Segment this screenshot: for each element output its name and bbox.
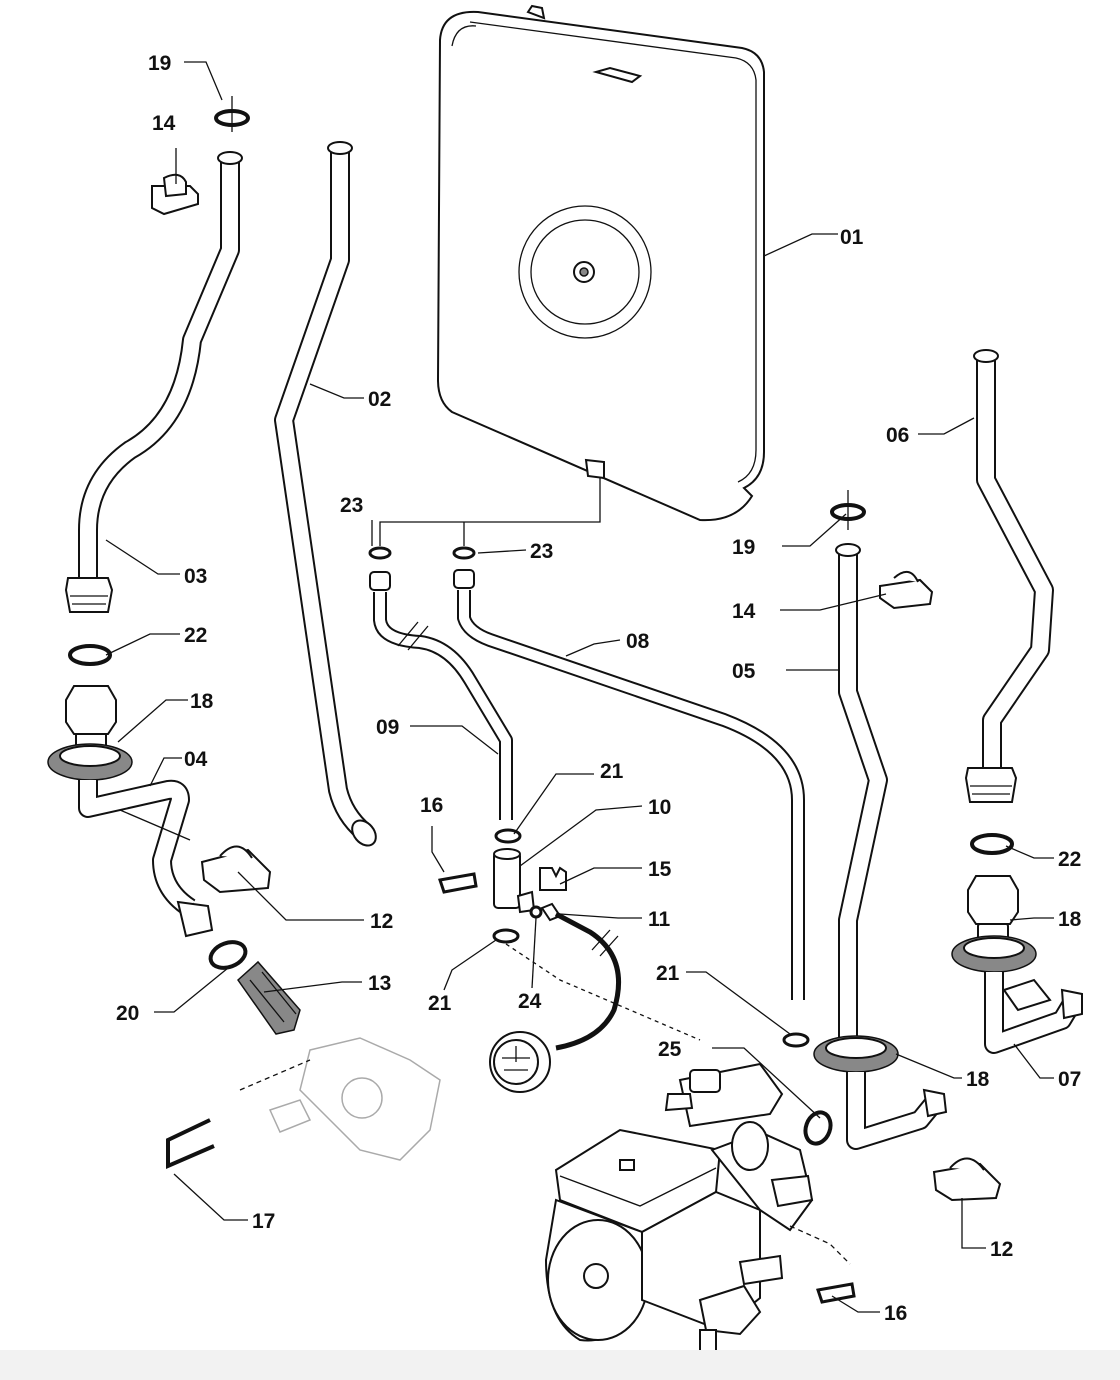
clip-15 <box>539 866 567 891</box>
label-04: 04 <box>184 748 208 771</box>
o-ring-25 <box>803 1110 833 1146</box>
label-25: 25 <box>658 1038 682 1061</box>
bottom-bar <box>0 1350 1120 1380</box>
label-22-right: 22 <box>1058 848 1081 871</box>
clip-16-right <box>816 1282 856 1304</box>
pipe-06 <box>964 349 1054 803</box>
pin-17 <box>166 1118 215 1170</box>
nut-grommet-right <box>951 875 1037 973</box>
filter-13 <box>237 960 301 1035</box>
pipe-08 <box>457 590 805 1000</box>
tee-fitting-10 <box>493 848 536 914</box>
label-20: 20 <box>116 1002 139 1025</box>
label-10: 10 <box>648 796 671 819</box>
label-23-right: 23 <box>530 540 553 563</box>
leader-lines <box>105 61 1054 1313</box>
clip-16-middle <box>438 872 478 894</box>
label-15: 15 <box>648 858 672 881</box>
clip-12-right <box>932 1157 1002 1202</box>
pipe-04 <box>78 779 214 938</box>
label-23-left: 23 <box>340 494 363 517</box>
pipe-07 <box>984 972 1083 1054</box>
washer-22-right <box>970 833 1014 855</box>
washer-23-left <box>368 546 392 591</box>
pipe-05 <box>835 543 888 1040</box>
label-24: 24 <box>518 990 542 1013</box>
label-21-bottom: 21 <box>428 992 452 1015</box>
nut-grommet-left <box>47 685 133 781</box>
connection-line <box>379 478 601 546</box>
o-ring-19-left <box>214 96 250 132</box>
valve-body <box>239 1037 441 1161</box>
label-18-left: 18 <box>190 690 214 713</box>
gauge-11 <box>489 902 622 1093</box>
washer-24 <box>529 905 543 919</box>
clip-14-left <box>151 173 199 216</box>
label-03: 03 <box>184 565 207 588</box>
label-08: 08 <box>626 630 650 653</box>
label-14-left: 14 <box>152 112 176 135</box>
label-19-right: 19 <box>732 536 755 559</box>
washer-22-left <box>68 644 112 666</box>
label-12-left: 12 <box>370 910 393 933</box>
label-18-right: 18 <box>1058 908 1082 931</box>
pipe-03 <box>64 151 243 613</box>
grommet-18-middle <box>813 1035 899 1073</box>
label-14-right: 14 <box>732 600 756 623</box>
clip-14-right <box>879 571 934 610</box>
label-19-left: 19 <box>148 52 171 75</box>
pipe-02 <box>274 141 377 847</box>
label-07: 07 <box>1058 1068 1081 1091</box>
clip-12-left <box>200 845 272 894</box>
label-21-top: 21 <box>600 760 624 783</box>
o-ring-21-bottom <box>492 928 520 944</box>
label-16-middle: 16 <box>420 794 443 817</box>
part-labels: 01 02 03 04 05 06 07 08 09 10 11 12 12 1… <box>116 52 1082 1325</box>
label-17: 17 <box>252 1210 275 1233</box>
label-13: 13 <box>368 972 391 995</box>
label-12-right: 12 <box>990 1238 1013 1261</box>
o-ring-21-right <box>782 1032 810 1048</box>
label-16-right: 16 <box>884 1302 907 1325</box>
label-01: 01 <box>840 226 864 249</box>
label-05: 05 <box>732 660 756 683</box>
o-ring-21-top <box>494 828 522 844</box>
label-02: 02 <box>368 388 391 411</box>
label-11: 11 <box>648 908 671 931</box>
label-06: 06 <box>886 424 909 447</box>
label-22-left: 22 <box>184 624 207 647</box>
expansion-vessel <box>436 4 765 522</box>
pipe-05-elbow <box>846 1072 948 1150</box>
washer-23-right <box>452 546 476 589</box>
pump-assembly <box>544 1062 851 1357</box>
pipe-09 <box>373 592 513 820</box>
label-18-middle: 18 <box>966 1068 990 1091</box>
label-21-right: 21 <box>656 962 680 985</box>
label-09: 09 <box>376 716 399 739</box>
o-ring-20 <box>208 940 248 970</box>
